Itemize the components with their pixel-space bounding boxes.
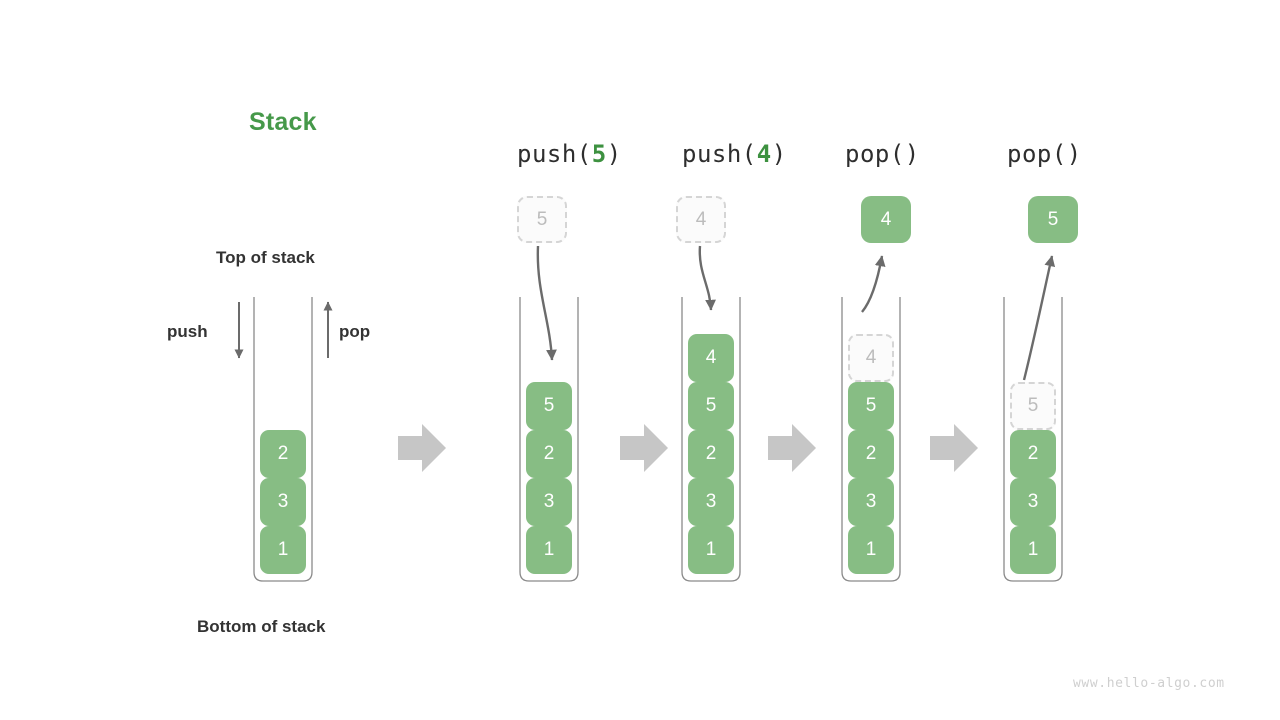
cell-value: 3 — [1027, 491, 1039, 512]
stack-cell: 5 — [848, 382, 894, 430]
op-prefix: push( — [517, 140, 592, 168]
stack-cells: 1 3 2 — [260, 286, 306, 574]
cell-value: 2 — [705, 443, 717, 464]
stack-cell: 2 — [526, 430, 572, 478]
stack-cell: 4 — [848, 334, 894, 382]
box-value: 5 — [536, 208, 548, 230]
flow-arrow-2 — [620, 424, 668, 472]
stack-container-walls — [841, 297, 901, 582]
cell-value: 2 — [543, 443, 555, 464]
stack-cell: 2 — [260, 430, 306, 478]
stack-cell: 2 — [848, 430, 894, 478]
op-arg: 4 — [756, 140, 772, 168]
popped-box-4: 4 — [861, 196, 911, 243]
stack-container-walls — [253, 297, 313, 582]
stack-cell: 3 — [526, 478, 572, 526]
op-suffix: ) — [606, 140, 622, 168]
stack-after-push-5: 1 3 2 5 — [519, 297, 579, 582]
op-arg: 5 — [591, 140, 607, 168]
stack-cell: 5 — [1010, 382, 1056, 430]
popped-box-5: 5 — [1028, 196, 1078, 243]
cell-value: 2 — [865, 443, 877, 464]
stack-cell: 1 — [1010, 526, 1056, 574]
stack-cell: 2 — [688, 430, 734, 478]
operation-label-pop-2: pop() — [1007, 140, 1082, 168]
stack-slot-empty — [688, 286, 734, 334]
stack-cell: 3 — [848, 478, 894, 526]
stack-container-walls — [681, 297, 741, 582]
cell-value: 2 — [1027, 443, 1039, 464]
stack-after-push-4: 1 3 2 5 4 — [681, 297, 741, 582]
stack-cell: 1 — [260, 526, 306, 574]
push-label: push — [167, 322, 208, 341]
stack-cells: 1 3 2 5 4 — [848, 286, 894, 574]
bottom-of-stack-label: Bottom of stack — [197, 617, 326, 636]
initial-stack: 1 3 2 — [253, 297, 313, 582]
op-prefix: push( — [682, 140, 757, 168]
operation-label-pop-1: pop() — [845, 140, 920, 168]
incoming-box-4: 4 — [676, 196, 726, 243]
cell-value: 3 — [705, 491, 717, 512]
stack-container-walls — [1003, 297, 1063, 582]
stack-cells: 1 3 2 5 4 — [688, 286, 734, 574]
flow-arrow-3 — [768, 424, 816, 472]
stack-cell: 3 — [688, 478, 734, 526]
stack-slot-empty — [526, 334, 572, 382]
stack-slot-empty — [260, 382, 306, 430]
stack-cells: 1 3 2 5 — [1010, 286, 1056, 574]
stack-cell: 3 — [1010, 478, 1056, 526]
stack-cell: 1 — [848, 526, 894, 574]
stack-cell: 3 — [260, 478, 306, 526]
stack-cell: 5 — [526, 382, 572, 430]
stack-cell: 1 — [688, 526, 734, 574]
stack-slot-empty — [848, 286, 894, 334]
op-suffix: ) — [1066, 140, 1082, 168]
cell-value: 1 — [705, 539, 717, 560]
op-prefix: pop( — [1007, 140, 1067, 168]
stack-cell: 1 — [526, 526, 572, 574]
page-title: Stack — [249, 108, 317, 136]
box-value: 4 — [695, 208, 707, 230]
op-suffix: ) — [771, 140, 787, 168]
stack-container-walls — [519, 297, 579, 582]
cell-value: 5 — [705, 395, 717, 416]
cell-value: 3 — [277, 491, 289, 512]
cell-value: 3 — [865, 491, 877, 512]
cell-value: 1 — [543, 539, 555, 560]
stack-slot-empty — [526, 286, 572, 334]
operation-label-push-4: push(4) — [682, 140, 787, 168]
stack-after-pop-4: 1 3 2 5 4 — [841, 297, 901, 582]
stack-slot-empty — [1010, 286, 1056, 334]
cell-value: 4 — [705, 347, 717, 368]
op-suffix: ) — [904, 140, 920, 168]
watermark: www.hello-algo.com — [1073, 676, 1225, 691]
incoming-box-5: 5 — [517, 196, 567, 243]
cell-value: 1 — [277, 539, 289, 560]
top-of-stack-label: Top of stack — [216, 248, 315, 267]
pop-label: pop — [339, 322, 371, 341]
flow-arrow-1 — [398, 424, 446, 472]
stack-slot-empty — [260, 286, 306, 334]
operation-label-push-5: push(5) — [517, 140, 622, 168]
stack-slot-empty — [1010, 334, 1056, 382]
cell-value: 1 — [1027, 539, 1039, 560]
stack-after-pop-5: 1 3 2 5 — [1003, 297, 1063, 582]
cell-value: 3 — [543, 491, 555, 512]
cell-value: 2 — [277, 443, 289, 464]
box-value: 5 — [1047, 208, 1059, 230]
cell-value: 1 — [865, 539, 877, 560]
stack-cell: 4 — [688, 334, 734, 382]
cell-value: 5 — [1027, 395, 1039, 416]
box-value: 4 — [880, 208, 892, 230]
op-prefix: pop( — [845, 140, 905, 168]
stack-cell: 5 — [688, 382, 734, 430]
cell-value: 4 — [865, 347, 877, 368]
flow-arrow-4 — [930, 424, 978, 472]
stack-cell: 2 — [1010, 430, 1056, 478]
cell-value: 5 — [865, 395, 877, 416]
stack-cells: 1 3 2 5 — [526, 286, 572, 574]
stack-slot-empty — [260, 334, 306, 382]
cell-value: 5 — [543, 395, 555, 416]
